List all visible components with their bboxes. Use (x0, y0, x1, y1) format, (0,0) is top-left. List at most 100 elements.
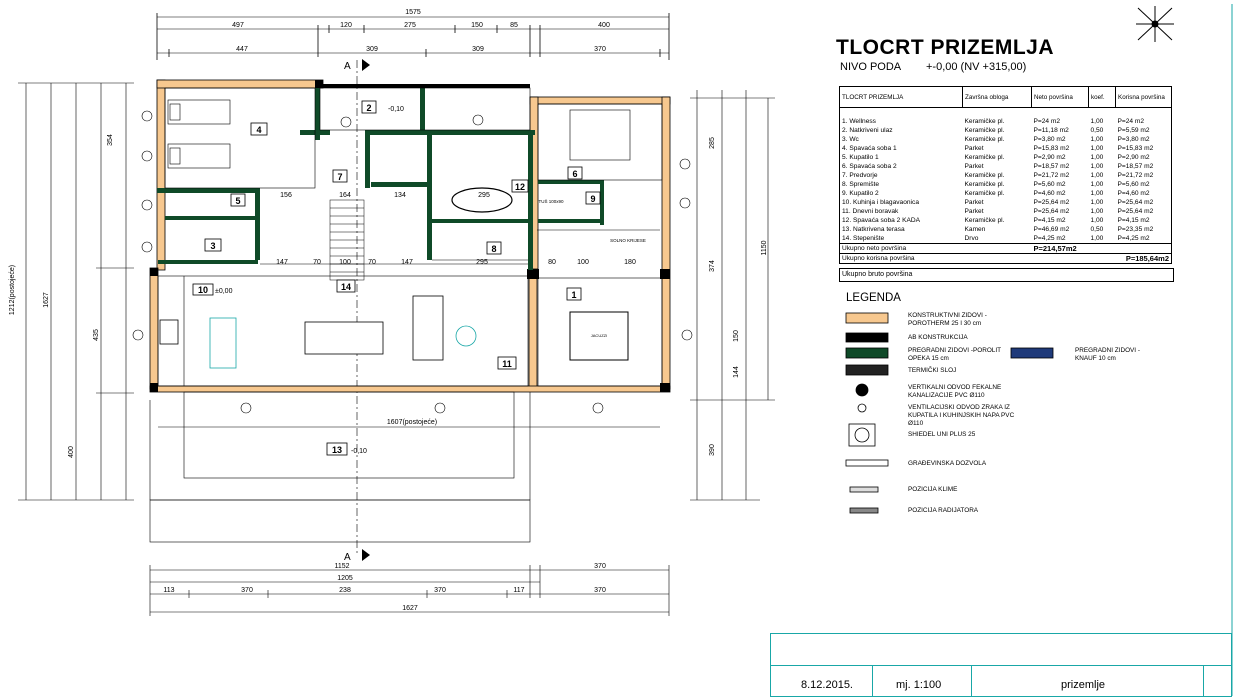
dim-inner-10: 295 (476, 259, 488, 266)
room-3-number: 3 (210, 241, 215, 251)
coffee-table (455, 325, 477, 347)
dim-right-1: 285 (709, 137, 716, 149)
table-cell: 2. Natkriveni ulaz (842, 127, 893, 134)
table-cell: P=4,60 m2 (1117, 190, 1150, 197)
dim-inner-9: 147 (401, 259, 413, 266)
table-cell: 1,00 (1090, 145, 1104, 152)
dim-left-1: 354 (107, 134, 114, 146)
axis-markers (132, 110, 693, 414)
table-header-finish: Završna obloga (962, 86, 1032, 108)
room-14-number: 14 (341, 282, 351, 292)
table-cell: 1,00 (1090, 190, 1104, 197)
table-header-coef: koef. (1088, 86, 1116, 108)
dim-top-total: 1575 (405, 9, 421, 16)
table-cell: Parket (964, 145, 984, 152)
table-cell: P=15,83 m2 (1033, 145, 1070, 152)
legend-item-partition-opeka: PREGRADNI ZIDOVI -POROLIT OPEKA 15 cm (908, 347, 1001, 362)
kitchen-island (209, 317, 237, 369)
table-cell: Keramičke pl. (964, 181, 1005, 188)
table-cell: Keramičke pl. (964, 127, 1005, 134)
legend-item-structural: KONSTRUKTIVNI ZIDOVI - POROTHERM 25 I 30… (908, 312, 987, 327)
table-cell: P=4,25 m2 (1033, 235, 1066, 242)
table-cell: 0,50 (1090, 226, 1104, 233)
room-12-number: 12 (515, 182, 525, 192)
table-cell: 4. Spavaća soba 1 (842, 145, 897, 152)
table-cell: 10. Kuhinja i blagavaonica (842, 199, 919, 206)
master-bed (569, 109, 631, 161)
legend-item-partition-knauf: PREGRADNI ZIDOVI -KNAUF 10 cm (1075, 347, 1140, 362)
dim-inner-1: 156 (280, 192, 292, 199)
dim-bottom-10: 1627 (402, 605, 418, 612)
level-value: +-0,00 (NV +315,00) (926, 61, 1027, 73)
legend-item-sewage: VERTIKALNI ODVOD FEKALNE KANALIZACIJE PV… (908, 384, 1002, 399)
legend-item-permit: GRAĐEVINSKA DOZVOLA (908, 460, 987, 467)
section-arrow-top (362, 59, 370, 71)
table-cell: 1,00 (1090, 118, 1104, 125)
room-9-number: 9 (590, 194, 595, 204)
area-table: TLOCRT PRIZEMLJA Završna obloga Neto pov… (839, 86, 1172, 264)
table-cell: Keramičke pl. (964, 217, 1005, 224)
table-cell: 12. Spavaća soba 2 KADA (842, 217, 921, 224)
table-header-room: TLOCRT PRIZEMLJA (839, 86, 963, 108)
table-cell: P=18,57 m2 (1117, 163, 1154, 170)
legend-title: LEGENDA (846, 292, 901, 304)
table-cell: 1. Wellness (842, 118, 876, 125)
jacuzzi-label: JACUZZI (591, 333, 607, 338)
dim-inner-4: 295 (478, 192, 490, 199)
table-cell: 11. Dnevni boravak (842, 208, 899, 215)
room-13-level: -0,10 (351, 448, 367, 455)
section-mark-top: A (344, 61, 351, 72)
dim-top-6: 400 (598, 22, 610, 29)
room-8-number: 8 (491, 244, 496, 254)
table-cell: 8. Spremište (842, 181, 880, 188)
room-number-boxes (192, 100, 601, 456)
room-6-number: 6 (572, 169, 577, 179)
table-cell: Keramičke pl. (964, 190, 1005, 197)
dim-bottom-7: 370 (434, 587, 446, 594)
solno-label: SOLNO KRIJESE (610, 238, 646, 243)
table-cell: P=4,60 m2 (1033, 190, 1066, 197)
legend-swatches (845, 312, 1054, 514)
room-2-level: -0,10 (388, 106, 404, 113)
title-block: 8.12.2015. mj. 1:100 prizemlje (770, 633, 1232, 697)
table-cell: 9. Kupatilo 2 (842, 190, 879, 197)
neto-value: P=214,57m2 (1031, 243, 1089, 254)
table-cell: 3. Wc (842, 136, 859, 143)
table-cell: 1,00 (1090, 172, 1104, 179)
table-cell: 0,50 (1090, 127, 1104, 134)
level-label: NIVO PODA (840, 61, 902, 73)
table-cell: P=5,60 m2 (1117, 181, 1150, 188)
left-dimensions (18, 82, 134, 501)
dim-top-1: 497 (232, 22, 244, 29)
dim-inner-3: 134 (394, 192, 406, 199)
table-cell: P=4,25 m2 (1117, 235, 1150, 242)
room-4-number: 4 (256, 125, 261, 135)
room-10-level: ±0,00 (215, 288, 233, 295)
table-cell: P=25,64 m2 (1117, 208, 1154, 215)
dim-bottom-3: 1205 (337, 575, 353, 582)
table-cell: 13. Natkrivena terasa (842, 226, 905, 233)
dim-right-4: 144 (733, 366, 740, 378)
table-cell: Parket (964, 163, 984, 170)
table-cell: P=25,64 m2 (1117, 199, 1154, 206)
legend-item-chimney: SHIEDEL UNI PLUS 25 (908, 431, 976, 438)
dim-inner-11: 80 (548, 259, 556, 266)
north-arrow-icon (1136, 6, 1174, 42)
table-cell: 5. Kupatilo 1 (842, 154, 879, 161)
table-cell: 1,00 (1090, 217, 1104, 224)
table-cell: P=3,80 m2 (1033, 136, 1066, 143)
table-row-korisna: Ukupno korisna površina P=185,64m2 (839, 253, 1172, 264)
legend-item-ac: POZICIJA KLIME (908, 486, 958, 493)
table-cell: 1,00 (1090, 235, 1104, 242)
table-cell: P=23,35 m2 (1117, 226, 1154, 233)
dim-top-7: 447 (236, 46, 248, 53)
room-2-number: 2 (366, 103, 371, 113)
